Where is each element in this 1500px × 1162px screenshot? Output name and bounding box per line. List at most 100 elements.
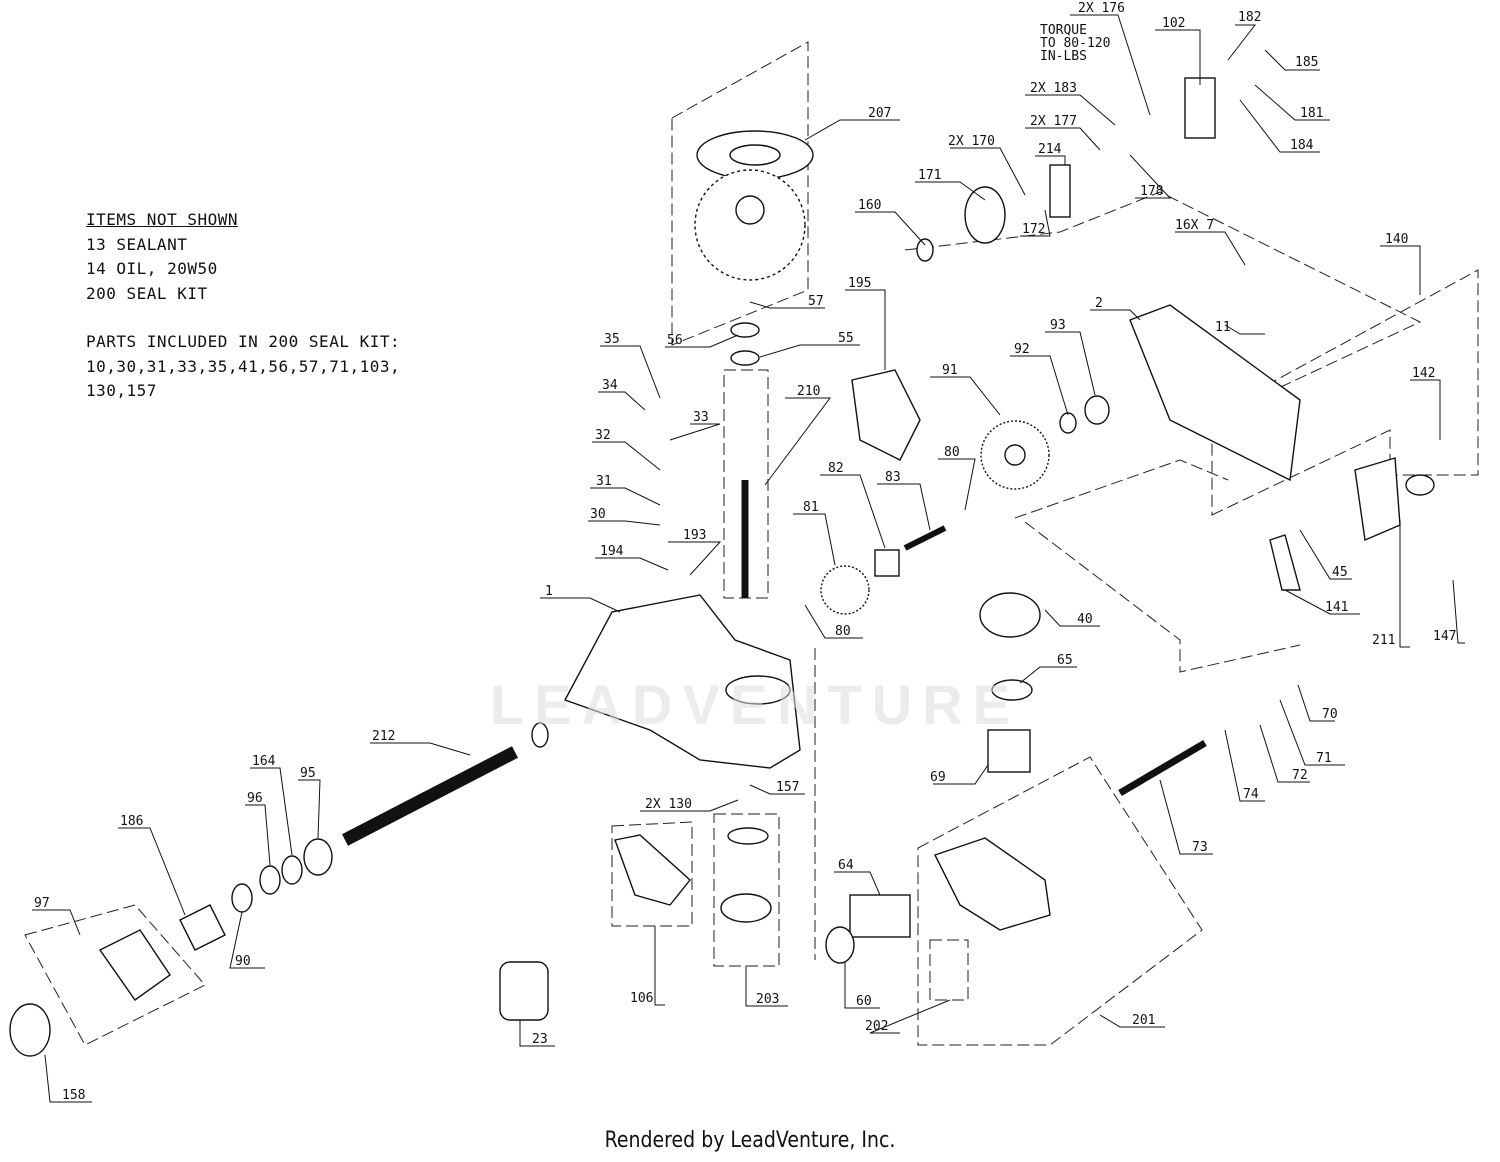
torque-line-2: TO 80-120 (1040, 36, 1110, 51)
callout-label: 73 (1192, 840, 1208, 855)
seal-160-part (916, 238, 934, 262)
group-outlines (24, 41, 1479, 1046)
callout-label: 11 (1215, 320, 1231, 335)
watermark: LEADVENTURE (490, 673, 1021, 736)
callout-label: 45 (1332, 565, 1348, 580)
cam-part (1405, 474, 1435, 496)
callout-label: 106 (630, 991, 653, 1006)
block-64-part (849, 894, 911, 938)
callout-leaders (32, 14, 1465, 1103)
dashed-link-1 (904, 191, 1422, 421)
footer-credit: Rendered by LeadVenture, Inc. (604, 1128, 896, 1153)
arm-141-part (1269, 534, 1301, 591)
callout-label: 56 (667, 333, 683, 348)
callout-label: 95 (300, 766, 316, 781)
spindle-group-outline (723, 369, 769, 599)
arm-211-part (1354, 457, 1401, 542)
dashed-link-2 (1014, 459, 1229, 519)
parts (9, 77, 1435, 1057)
callout-label: 64 (838, 858, 854, 873)
callout-label: 93 (1050, 318, 1066, 333)
cap-158-part (9, 1003, 51, 1057)
housing-40-part (979, 592, 1041, 638)
gear-91-hub-part (1004, 444, 1026, 466)
oring-540-part (531, 722, 549, 748)
callout-label: 97 (34, 896, 50, 911)
callout-label: 102 (1162, 16, 1185, 31)
bearing-96-part (259, 865, 281, 895)
axle-212-part (342, 746, 518, 846)
callout-label: 30 (590, 507, 606, 522)
callout-label: 96 (247, 791, 263, 806)
callout-label: 160 (858, 198, 881, 213)
notes-line: 200 SEAL KIT (86, 283, 208, 303)
bracket-214-part (1049, 164, 1071, 218)
callout-label: 74 (1243, 787, 1259, 802)
callout-label: 207 (868, 106, 891, 121)
torque-line-1: TORQUE (1040, 23, 1087, 38)
callout-label: 140 (1385, 232, 1408, 247)
hub-186-part (179, 904, 226, 951)
filter-housing-outline (713, 813, 780, 967)
fan-part (694, 169, 806, 281)
cover-plate-outline (611, 821, 693, 927)
callout-label: 178 (1140, 184, 1163, 199)
pulley-hub-part (729, 144, 781, 166)
torque-note: TORQUE TO 80-120 IN-LBS (1040, 23, 1110, 64)
callout-label: 182 (1238, 10, 1261, 25)
callout-label: 171 (918, 168, 941, 183)
hub-97-part (98, 929, 171, 1001)
callout-label: 158 (62, 1088, 85, 1103)
callout-label: 164 (252, 754, 276, 769)
callout-label: 142 (1412, 366, 1435, 381)
callout-label: 70 (1322, 707, 1338, 722)
housing-1-part (563, 594, 801, 769)
callout-label: 202 (865, 1019, 888, 1034)
washer-164-part (281, 855, 303, 885)
callout-label: 214 (1038, 142, 1062, 157)
items-not-shown-notes: ITEMS NOT SHOWN 13 SEALANT 14 OIL, 20W50… (86, 208, 400, 404)
callout-label: 31 (596, 474, 612, 489)
cover-106-part (614, 834, 691, 906)
callout-label: 91 (942, 363, 958, 378)
callout-label: 2 (1095, 296, 1103, 311)
callout-label: 82 (828, 461, 844, 476)
cover-195-part (851, 369, 921, 461)
callout-label: 147 (1433, 629, 1456, 644)
callout-label: 92 (1014, 342, 1030, 357)
callout-label: 141 (1325, 600, 1348, 615)
notes-heading: ITEMS NOT SHOWN (86, 210, 238, 229)
case-2-part (1129, 304, 1301, 482)
bearing-56-part (730, 322, 760, 338)
seal-55-part (730, 350, 760, 366)
callout-label: 1 (545, 584, 553, 599)
gear-81-part (820, 565, 870, 615)
shaft-83-part (903, 525, 947, 551)
filter-base-203-part (720, 893, 772, 923)
callout-label: 211 (1372, 633, 1395, 648)
callout-label: 81 (803, 500, 819, 515)
callout-label: 55 (838, 331, 854, 346)
callout-label: 69 (930, 770, 946, 785)
callout-label: 80 (835, 624, 851, 639)
callout-label: 34 (602, 378, 618, 393)
pinion-82-part (874, 549, 900, 577)
dashed-link-3 (1024, 521, 1301, 673)
callout-label: 186 (120, 814, 143, 829)
callout-label: 71 (1316, 751, 1332, 766)
seal-65-part (991, 679, 1033, 701)
seal-kit-heading: PARTS INCLUDED IN 200 SEAL KIT: (86, 332, 401, 351)
fan-hub-part (735, 195, 765, 225)
notes-line: 14 OIL, 20W50 (86, 259, 218, 278)
bracket-102-part (1184, 77, 1216, 139)
callout-label: 2X 130 (645, 797, 692, 812)
axle-hub-outline (24, 904, 206, 1046)
callout-label: 2X 183 (1030, 81, 1077, 96)
seal-kit-line: 10,30,31,33,35,41,56,57,71,103, (86, 356, 401, 376)
callout-label: 32 (595, 428, 611, 443)
callout-label: 16X 7 (1175, 218, 1214, 233)
callout-label: 172 (1022, 222, 1045, 237)
callout-label: 72 (1292, 768, 1308, 783)
callout-label: 57 (808, 294, 824, 309)
